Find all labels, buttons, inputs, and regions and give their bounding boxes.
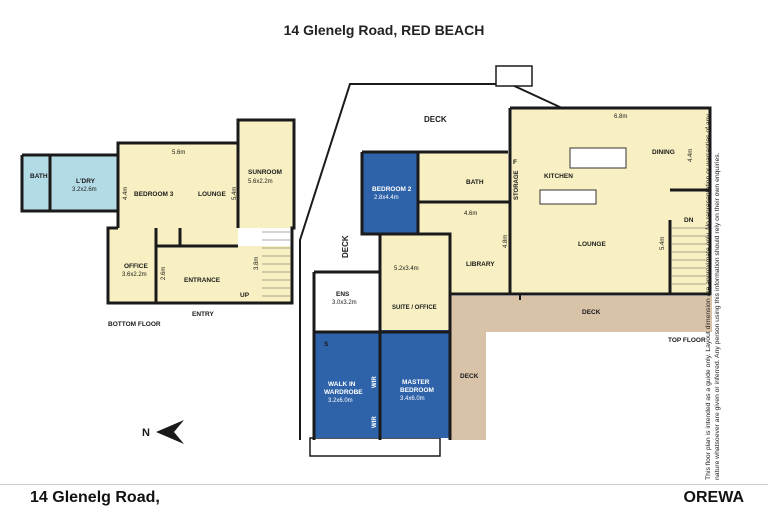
bedroom3-height: 4.4m xyxy=(123,187,129,200)
plan-title: 14 Glenelg Road, RED BEACH xyxy=(0,22,768,38)
bedroom2-dim: 2.8x4.4m xyxy=(374,195,399,201)
top-floor xyxy=(299,65,712,457)
dn-label: DN xyxy=(684,217,694,224)
compass: N xyxy=(142,420,184,444)
top-floor-label: TOP FLOOR xyxy=(668,337,706,344)
bath-bottom-room xyxy=(22,155,50,211)
suite-dim: 5.2x3.4m xyxy=(394,266,419,272)
lounge-top-name: LOUNGE xyxy=(578,241,606,248)
bedroom2-room xyxy=(362,152,418,234)
wardrobe-name-1: WALK IN xyxy=(328,381,356,388)
wardrobe-name-2: WARDROBE xyxy=(324,389,363,396)
library-height: 4.8m xyxy=(503,235,509,248)
footer-suburb: OREWA xyxy=(683,489,744,506)
bottom-floor xyxy=(20,118,296,305)
laundry-dim: 3.2x2.6m xyxy=(72,187,97,193)
title-address: 14 Glenelg Road, xyxy=(283,22,398,38)
office-dim: 3.6x2.2m xyxy=(122,272,147,278)
lounge-bottom-room xyxy=(180,143,238,246)
bottom-floor-label: BOTTOM FLOOR xyxy=(108,321,161,328)
entrance-room xyxy=(156,246,292,303)
kitchen-bench xyxy=(569,147,627,169)
fridge-label: F xyxy=(513,159,517,166)
dining-name: DINING xyxy=(652,149,675,156)
s-label: S xyxy=(324,341,329,348)
kitchen-island xyxy=(539,189,597,205)
suite-office-room xyxy=(380,234,450,330)
deck-stair-bottom xyxy=(309,437,441,457)
library-width: 4.6m xyxy=(464,211,477,217)
deck-bottom xyxy=(450,296,712,440)
kitchen-label: KITCHEN xyxy=(544,173,573,180)
bedroom3-name: BEDROOM 3 xyxy=(134,191,174,198)
wir-label-1: WIR xyxy=(372,376,378,388)
laundry-name: L'DRY xyxy=(76,178,96,185)
deck-left-label: DECK xyxy=(341,235,350,258)
wardrobe-room xyxy=(314,332,380,438)
floor-plan: N BATH L'DRY 3.2x2.6m BEDROOM 3 5.6m 4.4… xyxy=(20,65,712,457)
bedroom3-width: 5.6m xyxy=(172,150,185,156)
title-suburb: RED BEACH xyxy=(401,22,485,38)
lounge-bottom-height: 5.4m xyxy=(232,187,238,200)
compass-label: N xyxy=(142,427,150,439)
bath-top-room xyxy=(418,152,508,202)
deck-stair-top xyxy=(495,65,533,87)
entry-label: ENTRY xyxy=(192,311,214,318)
wir-label-2: WIR xyxy=(372,416,378,428)
footer-address: 14 Glenelg Road, xyxy=(30,489,160,506)
bottom-stairs xyxy=(262,231,290,297)
ens-name: ENS xyxy=(336,291,350,298)
ens-dim: 3.0x3.2m xyxy=(332,300,357,306)
master-name-2: BEDROOM xyxy=(400,387,434,394)
suite-name: SUITE / OFFICE xyxy=(392,305,437,311)
office-room xyxy=(108,228,156,303)
top-stairs xyxy=(672,227,706,285)
top-walls xyxy=(312,106,712,440)
bath-bottom-name: BATH xyxy=(30,173,48,180)
bath-top-name: BATH xyxy=(466,179,484,186)
master-dim: 3.4x6.0m xyxy=(400,396,425,402)
bedroom2-name: BEDROOM 2 xyxy=(372,186,412,193)
sunroom-dim: 5.6x2.2m xyxy=(248,179,273,185)
sunroom-name: SUNROOM xyxy=(248,169,282,176)
storage-label: STORAGE xyxy=(514,170,520,200)
dining-height: 4.4m xyxy=(688,149,694,162)
deck-right-label: DECK xyxy=(582,309,601,316)
north-arrow-icon xyxy=(156,420,184,444)
library-name: LIBRARY xyxy=(466,261,495,268)
up-label: UP xyxy=(240,292,250,299)
master-name-1: MASTER xyxy=(402,379,430,386)
office-name: OFFICE xyxy=(124,263,148,270)
deck-top-label: DECK xyxy=(424,115,447,124)
entrance-name: ENTRANCE xyxy=(184,277,221,284)
master-room xyxy=(380,330,450,438)
dining-width: 6.8m xyxy=(614,114,627,120)
entrance-height: 3.8m xyxy=(254,257,260,270)
lounge-top-height: 5.4m xyxy=(660,237,666,250)
disclaimer-text: This floor plan is intended as a guide o… xyxy=(705,114,721,480)
ens-room xyxy=(314,272,380,332)
wardrobe-dim: 3.2x6.0m xyxy=(328,398,353,404)
laundry-room xyxy=(50,155,118,211)
office-width: 2.6m xyxy=(161,267,167,280)
sunroom-room xyxy=(238,120,294,228)
footer-bar: 14 Glenelg Road, OREWA xyxy=(0,484,768,513)
lounge-bottom-name: LOUNGE xyxy=(198,191,226,198)
bottom-walls xyxy=(20,118,296,305)
deck-bottom-label: DECK xyxy=(460,373,479,380)
